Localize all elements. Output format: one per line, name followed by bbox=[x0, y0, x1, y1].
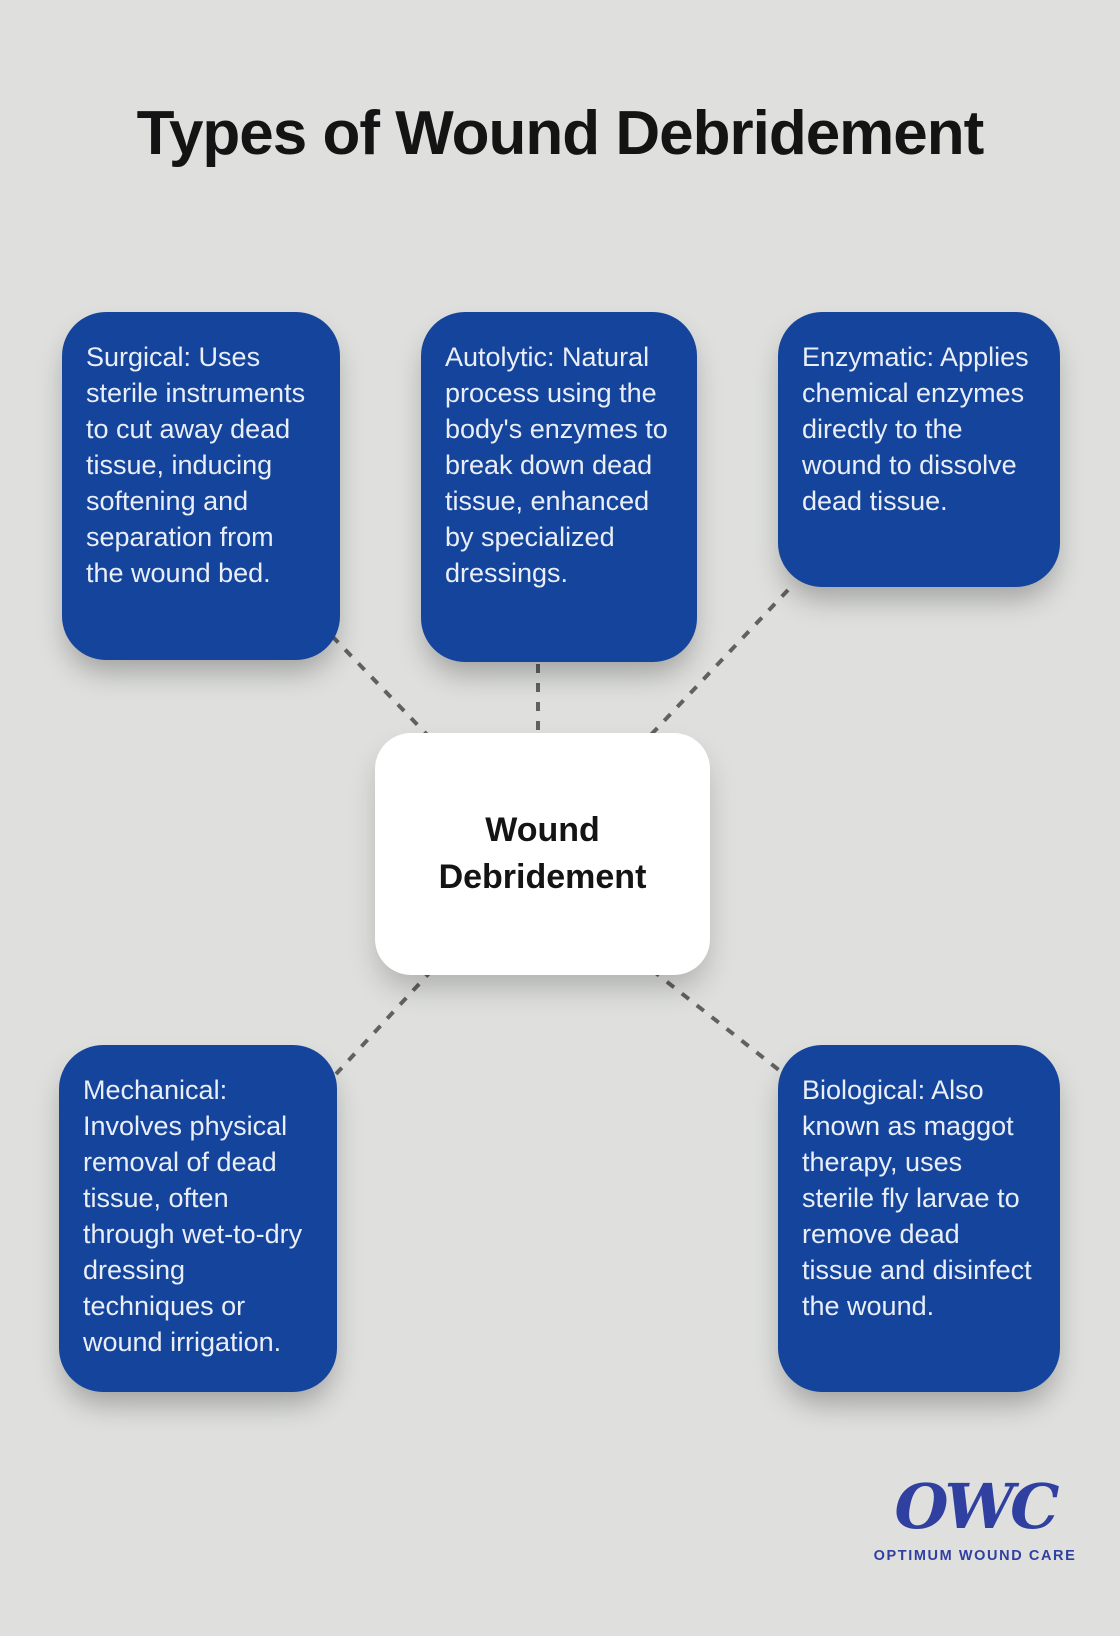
node-mechanical: Mechanical: Involves physical removal of… bbox=[59, 1045, 337, 1392]
connector-center-to-biological bbox=[650, 968, 786, 1076]
connector-enzymatic-to-center bbox=[644, 588, 790, 742]
node-mechanical-text: Mechanical: Involves physical removal of… bbox=[83, 1075, 303, 1357]
node-enzymatic-text: Enzymatic: Applies chemical enzymes dire… bbox=[802, 342, 1029, 516]
connector-center-to-mechanical bbox=[334, 968, 434, 1076]
center-node: Wound Debridement bbox=[375, 733, 710, 975]
center-node-label: Wound Debridement bbox=[438, 811, 647, 896]
node-autolytic: Autolytic: Natural process using the bod… bbox=[421, 312, 697, 662]
node-autolytic-text: Autolytic: Natural process using the bod… bbox=[445, 342, 668, 588]
node-enzymatic: Enzymatic: Applies chemical enzymes dire… bbox=[778, 312, 1060, 587]
owc-logo: OWC OPTIMUM WOUND CARE bbox=[855, 1470, 1095, 1565]
owc-logo-tagline: OPTIMUM WOUND CARE bbox=[873, 1548, 1077, 1564]
connector-surgical-to-center bbox=[330, 634, 436, 744]
owc-logo-wordmark: OWC bbox=[894, 1470, 1060, 1543]
node-biological-text: Biological: Also known as maggot therapy… bbox=[802, 1075, 1032, 1321]
node-biological: Biological: Also known as maggot therapy… bbox=[778, 1045, 1060, 1392]
node-surgical-text: Surgical: Uses sterile instruments to cu… bbox=[86, 342, 306, 588]
node-surgical: Surgical: Uses sterile instruments to cu… bbox=[62, 312, 340, 660]
page-title: Types of Wound Debridement bbox=[136, 99, 985, 168]
